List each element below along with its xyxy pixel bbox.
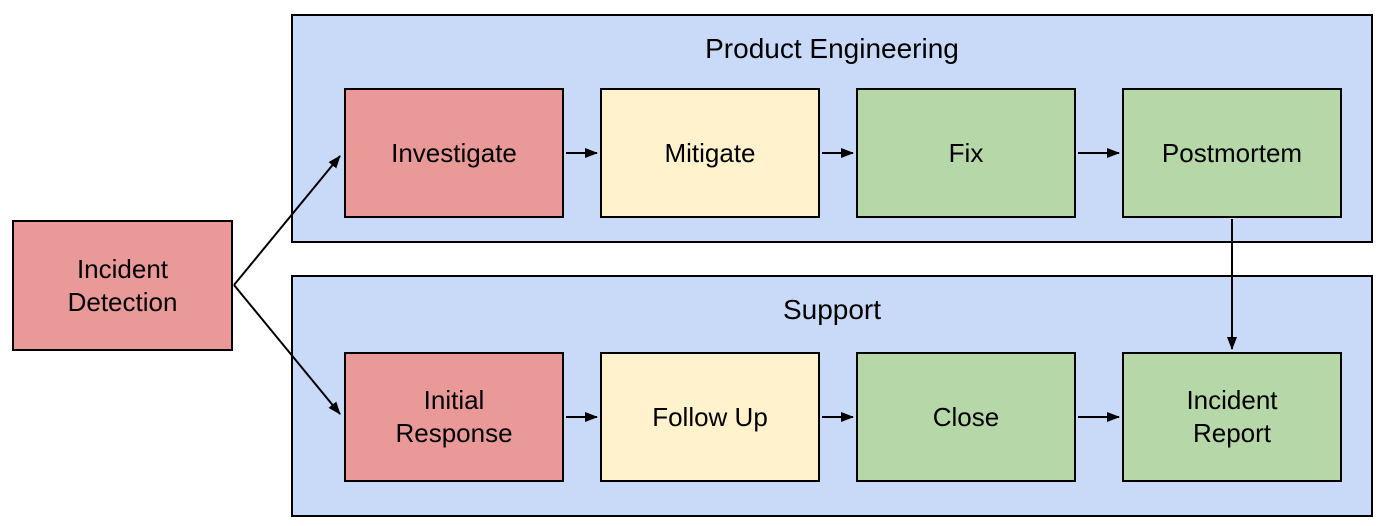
lane-title-support: Support [782, 294, 882, 325]
node-postmortem: Postmortem [1122, 88, 1342, 218]
node-label: Initial Response [395, 385, 513, 448]
node-label: Postmortem [1161, 137, 1303, 168]
node-close: Close [856, 352, 1076, 482]
node-incident-report: Incident Report [1122, 352, 1342, 482]
node-label: Incident Report [1186, 385, 1278, 448]
lane-title-product-engineering: Product Engineering [705, 33, 959, 64]
node-label: Fix [948, 137, 984, 168]
node-follow-up: Follow Up [600, 352, 820, 482]
node-fix: Fix [856, 88, 1076, 218]
node-initial-response: Initial Response [344, 352, 564, 482]
node-label: Follow Up [652, 401, 768, 432]
node-label: Investigate [391, 137, 517, 168]
node-label: Close [932, 401, 1000, 432]
node-investigate: Investigate [344, 88, 564, 218]
node-incident-detection: Incident Detection [12, 220, 233, 351]
node-label: Incident Detection [67, 253, 178, 317]
node-mitigate: Mitigate [600, 88, 820, 218]
node-label: Mitigate [664, 137, 756, 168]
